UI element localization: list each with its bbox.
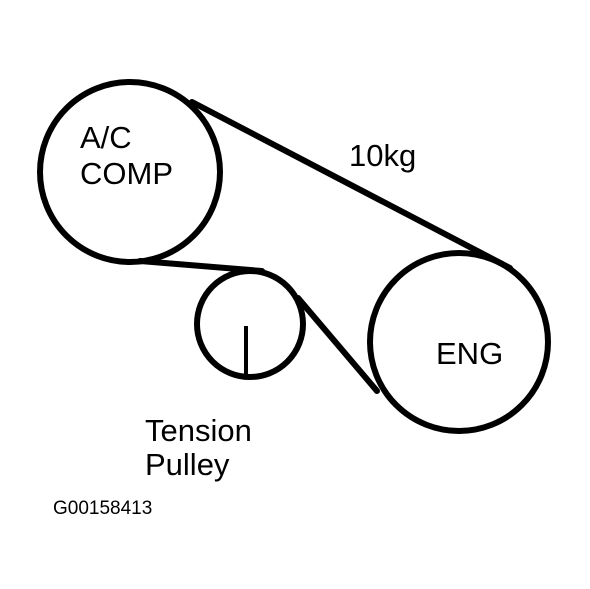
belt-lower-right-segment — [295, 295, 380, 394]
ac-comp-label-line1: A/C — [80, 120, 132, 155]
figure-id-label: G00158413 — [53, 498, 152, 519]
belt-tension-label: 10kg — [349, 138, 416, 173]
tension-pulley-label-line1: Tension — [145, 413, 252, 448]
engine-label: ENG — [436, 336, 503, 371]
belt-top-segment — [189, 99, 513, 271]
tension-pulley-label-line2: Pulley — [145, 447, 230, 482]
engine-pulley — [367, 250, 551, 434]
ac-comp-label-line2: COMP — [80, 156, 173, 191]
belt-lower-left-segment — [137, 258, 265, 274]
tension-pulley — [194, 268, 306, 380]
ac-comp-pulley — [37, 79, 223, 265]
